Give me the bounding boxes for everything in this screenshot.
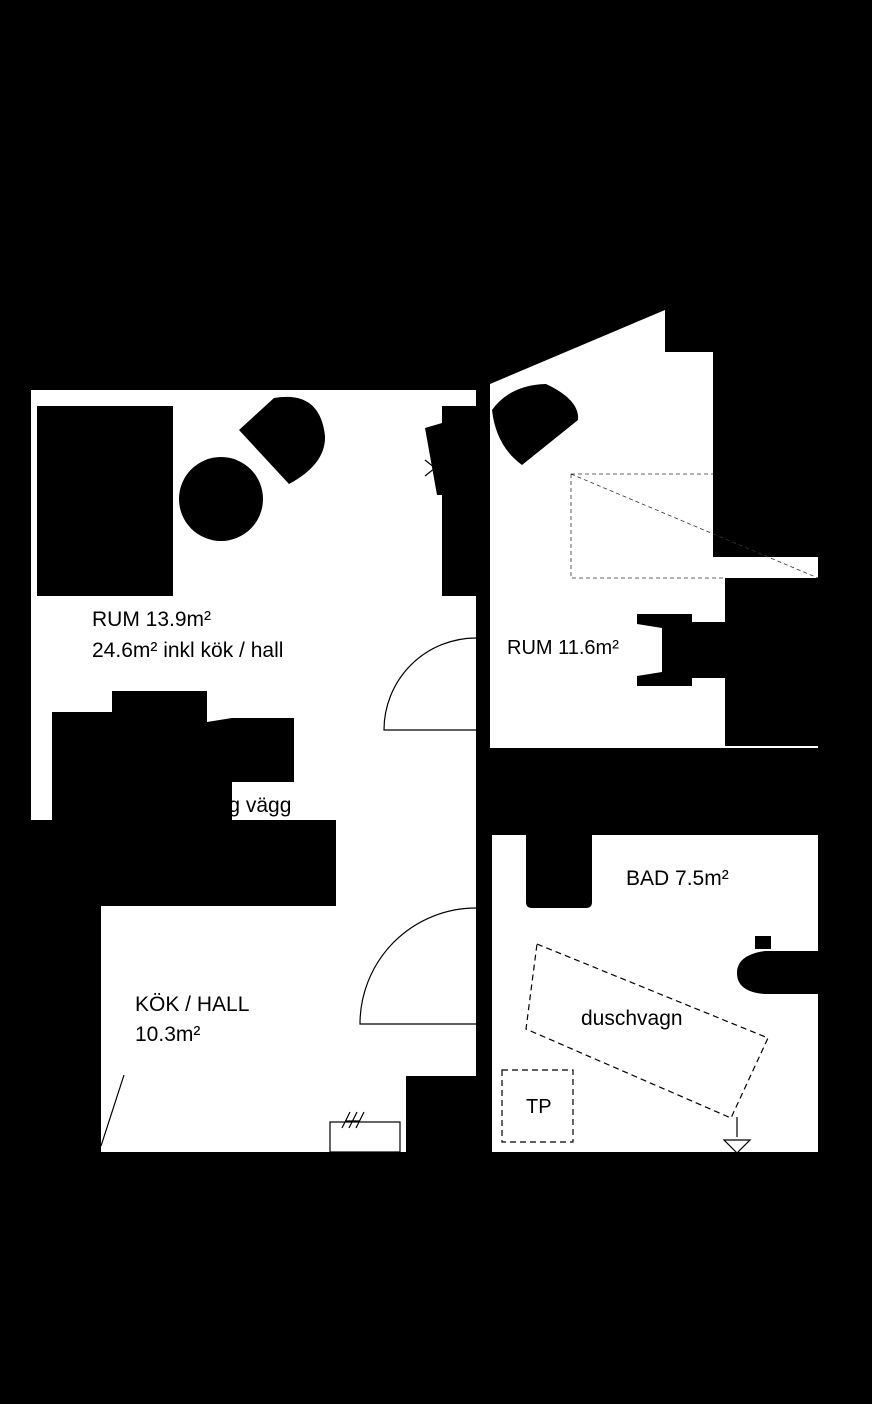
- plan-lines: [100, 459, 819, 1154]
- desk-chair: [637, 614, 725, 686]
- tv-bench: [425, 406, 476, 596]
- room-label-bad: BAD 7.5m²: [626, 867, 729, 890]
- kitchen-counter: [101, 820, 336, 906]
- low-wall-label: låg vägg: [212, 794, 292, 817]
- door-swing-hall: [359, 907, 477, 1025]
- front-door-leaf: [100, 1074, 125, 1147]
- room-subtitle-rum-large: 24.6m² inkl kök / hall: [92, 639, 284, 662]
- stove: [329, 1121, 401, 1153]
- floor-kok-hall: [101, 820, 476, 1152]
- furniture: [37, 384, 818, 1152]
- window-small-room: [570, 473, 819, 579]
- room-label-rum-small: RUM 11.6m²: [507, 637, 619, 659]
- stove-marks: [341, 1111, 365, 1129]
- toilet: [737, 951, 818, 994]
- bed: [37, 406, 173, 596]
- fridge: [406, 1076, 476, 1152]
- armchair-small-room: [492, 384, 579, 465]
- room-label-kok-hall: KÖK / HALL: [135, 993, 250, 1016]
- armchair: [239, 396, 326, 484]
- door-mark: [424, 459, 436, 477]
- door-swing-rum: [383, 637, 477, 731]
- tp-label: TP: [526, 1096, 552, 1118]
- desk: [725, 578, 818, 746]
- bath-cabinet: [526, 835, 592, 908]
- tp-box: [501, 1069, 574, 1143]
- floor-drain: [722, 1139, 752, 1154]
- round-chair: [179, 457, 263, 541]
- dining-table-group: [52, 691, 294, 820]
- room-subtitle-kok-hall: 10.3m²: [135, 1023, 201, 1046]
- toilet-tank: [755, 936, 771, 949]
- room-label-rum-large: RUM 13.9m²: [92, 608, 212, 631]
- shower-cart-label: duschvagn: [581, 1007, 683, 1030]
